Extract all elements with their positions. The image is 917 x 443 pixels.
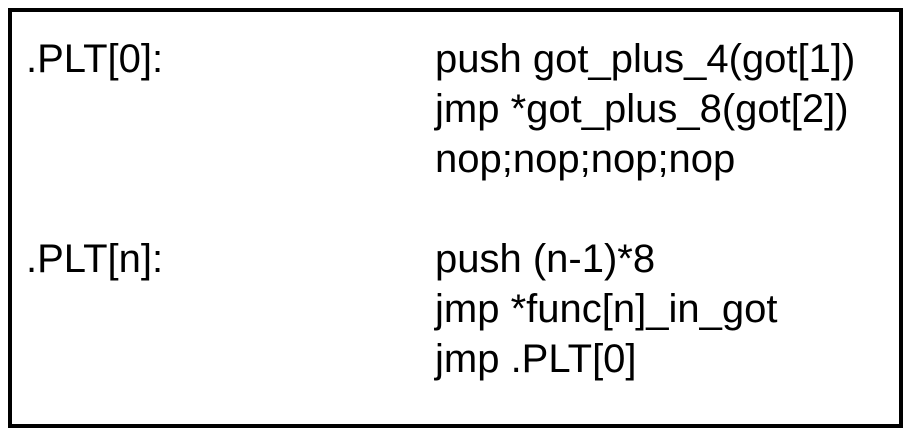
instruction-line: jmp .PLT[0] — [435, 337, 637, 381]
instruction-list-plt-0: push got_plus_4(got[1]) jmp *got_plus_8(… — [435, 34, 855, 184]
instruction-list-plt-n: push (n-1)*8 jmp *func[n]_in_got jmp .PL… — [435, 234, 777, 384]
instruction-line: push (n-1)*8 — [435, 237, 656, 281]
plt-figure-box: .PLT[0]: push got_plus_4(got[1]) jmp *go… — [8, 8, 903, 428]
instruction-line: jmp *func[n]_in_got — [435, 287, 778, 331]
code-block-label-plt-n: .PLT[n]: — [26, 237, 164, 281]
code-block-plt-0: .PLT[0]: push got_plus_4(got[1]) jmp *go… — [26, 34, 855, 184]
code-block-label-plt-0: .PLT[0]: — [26, 37, 164, 81]
instruction-line: push got_plus_4(got[1]) — [435, 37, 856, 81]
instruction-line: nop;nop;nop;nop — [435, 137, 736, 181]
code-block-plt-n: .PLT[n]: push (n-1)*8 jmp *func[n]_in_go… — [26, 234, 777, 384]
instruction-line: jmp *got_plus_8(got[2]) — [435, 87, 849, 131]
